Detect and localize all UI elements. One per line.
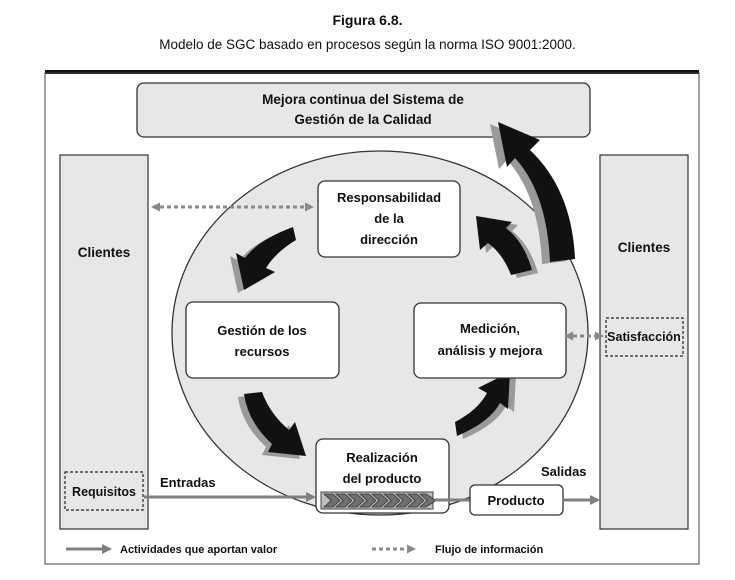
realization-line2: del producto (343, 471, 422, 486)
management-line3: dirección (360, 232, 418, 247)
resources-line2: recursos (235, 344, 290, 359)
customers-left-label: Clientes (78, 245, 131, 260)
figure-title: Figura 6.8. (332, 12, 403, 28)
product-label: Producto (487, 493, 544, 508)
satisfaction-box (605, 317, 684, 357)
measurement-line2: análisis y mejora (438, 343, 544, 358)
cycle-arrows (236, 122, 575, 456)
chevron-arrows (322, 493, 437, 508)
arrow-measurement-to-management (476, 216, 532, 275)
management-responsibility-box (317, 180, 461, 258)
resources-line1: Gestión de los (217, 323, 307, 338)
arrow-to-continuous-improvement (498, 122, 575, 262)
requirements-label: Requisitos (72, 485, 136, 499)
management-line1: Responsabilidad (337, 190, 441, 205)
arrow-resources-to-realization (244, 392, 306, 456)
satisfaction-label: Satisfacción (607, 330, 681, 344)
realization-line1: Realización (346, 450, 418, 465)
frame-top-rule (45, 70, 699, 74)
legend-value-activities: Actividades que aportan valor (120, 544, 278, 556)
improvement-title-line1: Mejora continua del Sistema de (262, 92, 464, 107)
continuous-improvement-box (136, 82, 591, 138)
diagram-frame (44, 72, 700, 565)
legend-information-flow: Flujo de información (435, 544, 543, 556)
resource-management-box (185, 301, 340, 379)
arrow-realization-to-measurement (455, 372, 510, 436)
inputs-label: Entradas (160, 475, 216, 490)
improvement-title-line2: Gestión de la Calidad (294, 112, 431, 127)
measurement-analysis-box (413, 302, 567, 379)
customers-right-label: Clientes (618, 240, 671, 255)
outputs-label: Salidas (541, 464, 587, 479)
requirements-box (64, 471, 144, 511)
measurement-line1: Medición, (460, 321, 520, 336)
arrow-management-to-resources (236, 227, 296, 290)
management-line2: de la (374, 211, 404, 226)
customers-left-column (59, 154, 149, 530)
figure-subtitle: Modelo de SGC basado en procesos según l… (159, 37, 576, 52)
